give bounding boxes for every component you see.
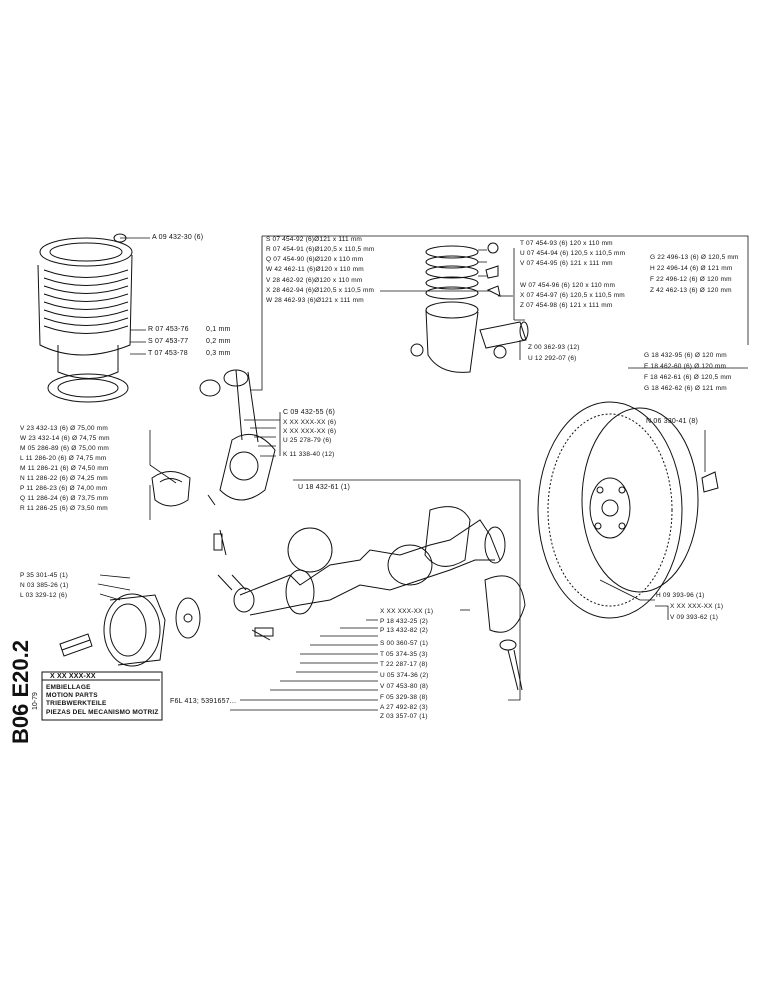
conrod-part: C 09 432-55 (6) <box>283 409 336 416</box>
sheet-code: B06 E20.2 <box>8 640 33 744</box>
crank-part: P 13 432-82 (2) <box>380 627 429 634</box>
piston-part: V 28 462-92 (6)Ø120 x 110 mm <box>266 277 363 284</box>
bearing-part: G 18 462-62 (6) Ø 121 mm <box>644 385 727 392</box>
cylinder-illustration <box>37 233 133 403</box>
piston-part: W 42 462-11 (6)Ø120 x 110 mm <box>266 266 364 273</box>
bearing-shell: N 11 286-22 (6) Ø 74,25 mm <box>20 475 108 482</box>
shim-size: 0,3 mm <box>206 350 231 357</box>
piston-part: S 07 454-92 (6)Ø121 x 111 mm <box>266 236 363 243</box>
cylinder-ref: A 09 432-30 (6) <box>152 234 204 241</box>
shim-part: T 07 453-78 <box>148 350 188 357</box>
piston-part: Q 07 454-90 (6)Ø120 x 110 mm <box>266 256 364 263</box>
bearing-shell: W 23 432-14 (6) Ø 74,75 mm <box>20 435 110 442</box>
pin-part: U 12 292-07 (6) <box>528 355 577 362</box>
flywheel-part: H 09 393-96 (1) <box>656 592 705 599</box>
header-part: X XX XXX-XX <box>50 673 96 680</box>
ring-part: U 07 454-94 (6) 120,5 x 110,5 mm <box>520 250 626 257</box>
bearing-shell: V 23 432-13 (6) Ø 75,00 mm <box>20 425 108 432</box>
piston-part: X 28 462-94 (6)Ø120,5 x 110,5 mm <box>266 287 375 294</box>
bearing-part: G 18 432-95 (6) Ø 120 mm <box>644 352 727 359</box>
sheet-date: 10-79 <box>32 692 39 710</box>
crank-part: U 05 374-36 (2) <box>380 672 429 679</box>
shim-part: R 07 453-76 <box>148 326 189 333</box>
crank-part: A 27 492-82 (3) <box>380 704 428 711</box>
bearing-shell: Q 11 286-24 (6) Ø 73,75 mm <box>20 495 109 502</box>
flywheel-ref: N 06 330-41 (8) <box>646 418 699 425</box>
crank-part: Z 03 357-07 (1) <box>380 713 428 720</box>
bearing-part: E 18 462-60 (6) Ø 120 mm <box>644 363 727 370</box>
pulley-part: P 35 301-45 (1) <box>20 572 69 579</box>
crankshaft-illustration <box>217 506 526 691</box>
shim-size: 0,1 mm <box>206 326 231 333</box>
title-en: MOTION PARTS <box>46 692 98 699</box>
model-note: F6L 413; 5391657... <box>170 698 237 705</box>
shim-size: 0,2 mm <box>206 338 231 345</box>
connecting-rod-illustration <box>151 369 276 556</box>
conrod-part: K 11 338-40 (12) <box>283 451 335 458</box>
crank-part: T 05 374-35 (3) <box>380 651 428 658</box>
ring-part: V 07 454-95 (6) 121 x 111 mm <box>520 260 613 267</box>
bearing-shell: M 11 286-21 (6) Ø 74,50 mm <box>20 465 109 472</box>
pulley-part: L 03 329-12 (6) <box>20 592 68 599</box>
title-es: PIEZAS DEL MECANISMO MOTRIZ <box>46 709 159 716</box>
pin-part: Z 00 362-93 (12) <box>528 344 580 351</box>
ring-option: H 22 496-14 (6) Ø 121 mm <box>650 265 733 272</box>
bearing-shell: P 11 286-23 (6) Ø 74,00 mm <box>20 485 108 492</box>
crank-part: T 22 287-17 (8) <box>380 661 428 668</box>
conrod-part: U 25 278-79 (6) <box>283 437 332 444</box>
piston-part: W 28 462-93 (6)Ø121 x 111 mm <box>266 297 364 304</box>
conrod-part: X XX XXX-XX (6) <box>283 428 337 435</box>
crankshaft-ref: U 18 432-61 (1) <box>298 484 351 491</box>
piston-part: R 07 454-91 (6)Ø120,5 x 110,5 mm <box>266 246 375 253</box>
bearing-shell: M 05 286-89 (6) Ø 75,00 mm <box>20 445 110 452</box>
crank-part: F 05 329-38 (8) <box>380 694 428 701</box>
flywheel-part: X XX XXX-XX (1) <box>670 603 724 610</box>
ring-option: Z 42 462-13 (6) Ø 120 mm <box>650 287 732 294</box>
pulley-part: N 03 385-26 (1) <box>20 582 69 589</box>
shim-part: S 07 453-77 <box>148 338 189 345</box>
crank-part: P 18 432-25 (2) <box>380 618 429 625</box>
ring-part: W 07 454-96 (6) 120 x 110 mm <box>520 282 616 289</box>
conrod-part: X XX XXX-XX (6) <box>283 419 337 426</box>
title-de: TRIEBWERKTEILE <box>46 700 107 707</box>
crank-part: S 00 360-57 (1) <box>380 640 429 647</box>
crank-part: X XX XXX-XX (1) <box>380 608 434 615</box>
title-fr: EMBIELLAGE <box>46 684 91 691</box>
bearing-part: F 18 462-61 (6) Ø 120,5 mm <box>644 374 732 381</box>
bearing-shell: R 11 286-25 (6) Ø 73,50 mm <box>20 505 108 512</box>
title-box <box>41 671 163 721</box>
flywheel-illustration <box>537 401 719 619</box>
piston-illustration <box>410 242 529 373</box>
leader-lines <box>97 235 749 711</box>
ring-option: F 22 496-12 (6) Ø 120 mm <box>650 276 732 283</box>
crank-part: V 07 453-80 (8) <box>380 683 429 690</box>
ring-part: Z 07 454-98 (6) 121 x 111 mm <box>520 302 613 309</box>
pulley-illustration <box>59 593 201 667</box>
flywheel-part: V 09 393-62 (1) <box>670 614 719 621</box>
bearing-shell: L 11 286-20 (6) Ø 74,75 mm <box>20 455 107 462</box>
ring-part: T 07 454-93 (6) 120 x 110 mm <box>520 240 613 247</box>
ring-option: G 22 496-13 (6) Ø 120,5 mm <box>650 254 739 261</box>
ring-part: X 07 454-97 (6) 120,5 x 110,5 mm <box>520 292 625 299</box>
